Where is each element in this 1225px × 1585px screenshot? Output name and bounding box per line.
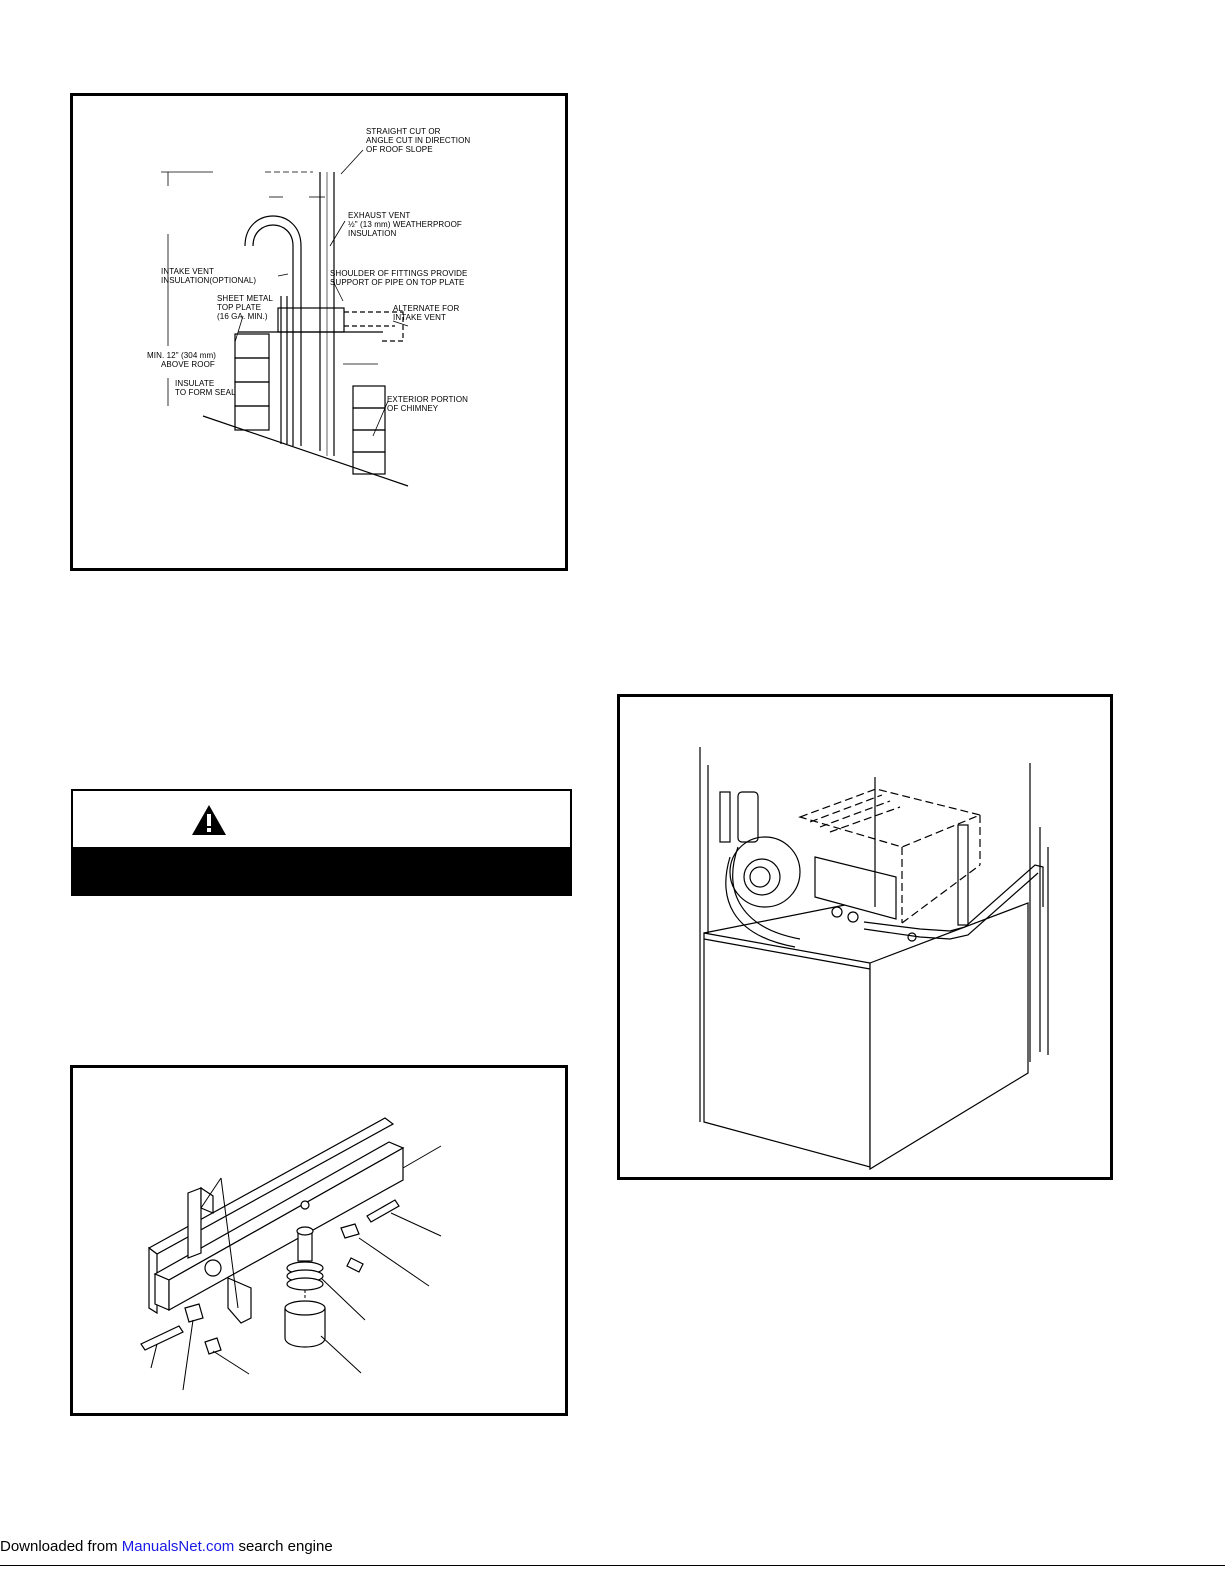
label-sheet-metal-1: SHEET METAL	[217, 294, 273, 303]
label-exhaust-2: ½" (13 mm) WEATHERPROOF	[348, 220, 462, 229]
label-straight-cut-1: STRAIGHT CUT OR	[366, 127, 441, 136]
label-straight-cut-3: OF ROOF SLOPE	[366, 145, 433, 154]
label-sheet-metal-2: TOP PLATE	[217, 303, 261, 312]
figure-manifold-parts	[70, 1065, 568, 1416]
label-exhaust-1: EXHAUST VENT	[348, 211, 410, 220]
label-exterior-1: EXTERIOR PORTION	[387, 395, 468, 404]
chimney-vent-drawing: STRAIGHT CUT OR ANGLE CUT IN DIRECTION O…	[147, 127, 470, 487]
label-exhaust-3: INSULATION	[348, 229, 397, 238]
warning-triangle-icon	[192, 805, 226, 835]
footer-suffix: search engine	[234, 1538, 333, 1555]
label-sheet-metal-3: (16 GA. MIN.)	[217, 312, 268, 321]
label-shoulder-2: SUPPORT OF PIPE ON TOP PLATE	[330, 278, 464, 287]
footer-divider	[0, 1565, 1225, 1566]
label-min-height-1: MIN. 12" (304 mm)	[147, 351, 216, 360]
label-exterior-2: OF CHIMNEY	[387, 404, 439, 413]
warning-box	[71, 789, 572, 896]
warning-bar	[73, 847, 570, 894]
label-insulate-1: INSULATE	[175, 379, 214, 388]
label-straight-cut-2: ANGLE CUT IN DIRECTION	[366, 136, 470, 145]
manifold-parts-drawing	[140, 1117, 442, 1391]
label-shoulder-1: SHOULDER OF FITTINGS PROVIDE	[330, 269, 467, 278]
footer-source: Downloaded from ManualsNet.com search en…	[0, 1538, 333, 1555]
manualsnet-link[interactable]: ManualsNet.com	[121, 1538, 235, 1555]
label-alternate-1: ALTERNATE FOR	[393, 304, 459, 313]
furnace-cabinet-drawing	[699, 747, 1049, 1171]
label-intake-2: INSULATION(OPTIONAL)	[161, 276, 256, 285]
label-insulate-2: TO FORM SEAL	[175, 388, 236, 397]
figure-furnace-cabinet	[617, 694, 1113, 1180]
label-alternate-2: INTAKE VENT	[393, 313, 446, 322]
label-intake-1: INTAKE VENT	[161, 267, 214, 276]
footer-prefix: Downloaded from	[0, 1538, 122, 1555]
figure-chimney-vent: STRAIGHT CUT OR ANGLE CUT IN DIRECTION O…	[70, 93, 568, 571]
label-min-height-2: ABOVE ROOF	[161, 360, 215, 369]
